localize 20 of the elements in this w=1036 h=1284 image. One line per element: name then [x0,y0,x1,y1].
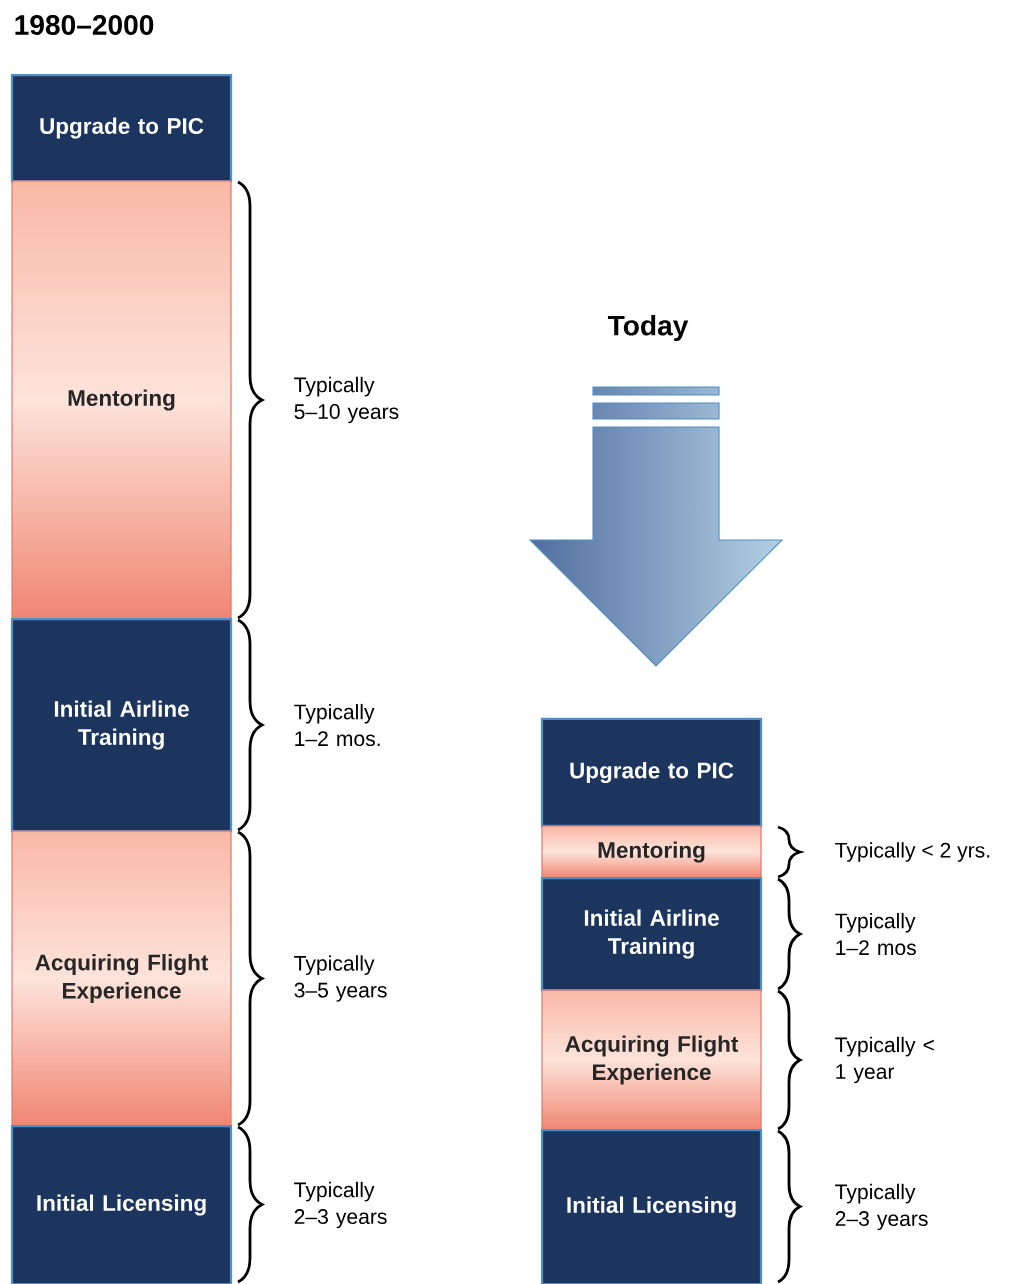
stage-box: Initial Licensing [540,1128,763,1284]
stage-box: Acquiring Flight Experience [541,989,762,1131]
duration-label: Typically < 1 year [835,1036,934,1084]
stage-box: Mentoring [541,825,762,879]
duration-label: Typically 3–5 years [294,955,387,1002]
stage-box: Mentoring [11,180,232,620]
duration-label: Typically 5–10 years [294,376,399,424]
duration-label: Typically < 2 yrs. [835,842,990,862]
column-heading: Today [607,314,689,342]
stage-box: Acquiring Flight Experience [11,830,232,1127]
duration-label: Typically 2–3 years [294,1181,387,1229]
duration-label: Typically 2–3 years [835,1183,928,1231]
stage-box: Initial Airline Training [540,876,763,992]
stage-box: Upgrade to PIC [540,717,763,828]
column-heading: 1980–2000 [15,15,154,35]
duration-label: Typically 1–2 mos. [294,703,380,747]
stage-box: Initial Licensing [10,1124,233,1284]
stage-box: Upgrade to PIC [10,73,233,183]
stage-box: Initial Airline Training [10,617,233,833]
duration-label: Typically 1–2 mos [835,912,916,956]
